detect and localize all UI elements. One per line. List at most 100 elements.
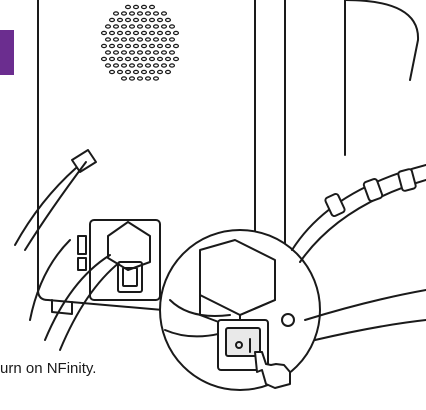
grille-hole [146,25,151,28]
grille-hole [126,70,131,73]
grille-hole [158,57,163,60]
grille-hole [106,25,111,28]
grille-hole [162,12,167,15]
grille-hole [130,64,135,67]
grille-hole [162,38,167,41]
grille-hole [110,57,115,60]
grille-hole [102,57,107,60]
grille-hole [126,44,131,47]
grille-hole [134,70,139,73]
grille-hole [126,31,131,34]
grille-hole [142,31,147,34]
grille-hole [122,77,127,80]
grille-hole [150,31,155,34]
grille-hole [110,44,115,47]
grille-hole [166,57,171,60]
grille-hole [102,31,107,34]
grille-hole [118,18,123,21]
grille-hole [142,5,147,8]
grille-hole [106,64,111,67]
grille-hole [130,25,135,28]
grille-hole [146,77,151,80]
grille-hole [142,44,147,47]
zoom-detail-circle [160,230,320,390]
grille-hole [170,64,175,67]
grille-hole [130,51,135,54]
grille-hole [126,18,131,21]
grille-hole [170,51,175,54]
grille-hole [158,44,163,47]
grille-hole [166,44,171,47]
grille-hole [150,18,155,21]
grille-hole [162,51,167,54]
grille-hole [134,5,139,8]
grille-hole [150,44,155,47]
grille-hole [150,70,155,73]
grille-hole [138,25,143,28]
grille-hole [138,64,143,67]
grille-hole [162,25,167,28]
speaker-grille-icon [102,5,179,80]
grille-hole [170,38,175,41]
grille-hole [118,70,123,73]
instruction-caption: urn on NFinity. [0,360,96,377]
grille-hole [146,38,151,41]
grille-hole [110,31,115,34]
grille-hole [122,25,127,28]
grille-hole [138,38,143,41]
power-cord-icon [30,240,120,350]
grille-hole [166,18,171,21]
grille-hole [154,51,159,54]
grille-hole [126,5,131,8]
grille-hole [114,12,119,15]
grille-hole [126,57,131,60]
grille-hole [158,31,163,34]
grille-hole [158,70,163,73]
grille-hole [150,57,155,60]
grille-hole [122,51,127,54]
grille-hole [114,25,119,28]
grille-hole [154,25,159,28]
grille-hole [146,12,151,15]
grille-hole [138,51,143,54]
grille-hole [118,31,123,34]
grille-hole [170,25,175,28]
grille-hole [114,51,119,54]
grille-hole [138,12,143,15]
grille-hole [174,31,179,34]
grille-hole [122,38,127,41]
grille-hole [150,5,155,8]
grille-hole [134,31,139,34]
grille-hole [166,70,171,73]
grille-hole [118,57,123,60]
grille-hole [174,57,179,60]
grille-hole [174,44,179,47]
grille-hole [142,18,147,21]
grille-hole [166,31,171,34]
grille-hole [102,44,107,47]
grille-hole [130,38,135,41]
grille-hole [130,12,135,15]
grille-hole [106,38,111,41]
grille-hole [154,12,159,15]
grille-hole [110,70,115,73]
grille-hole [134,44,139,47]
grille-hole [114,64,119,67]
grille-hole [146,64,151,67]
grille-hole [154,77,159,80]
grille-hole [118,44,123,47]
grille-hole [154,38,159,41]
power-inlet-small [78,220,160,300]
grille-hole [130,77,135,80]
grille-hole [142,57,147,60]
grille-hole [142,70,147,73]
grille-hole [154,64,159,67]
grille-hole [110,18,115,21]
grille-hole [122,64,127,67]
grille-hole [138,77,143,80]
grille-hole [134,57,139,60]
grille-hole [146,51,151,54]
grille-hole [106,51,111,54]
grille-hole [114,38,119,41]
